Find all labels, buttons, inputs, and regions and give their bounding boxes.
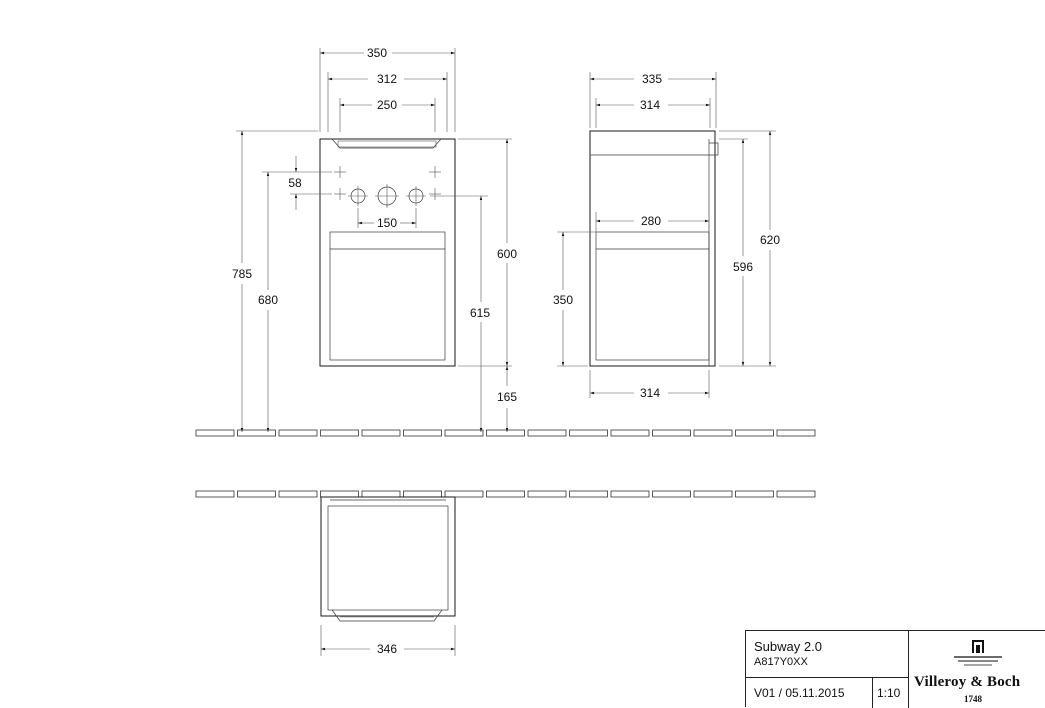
tile-segment bbox=[486, 429, 525, 437]
tap-hole-icon-left bbox=[348, 186, 368, 206]
side-wall-bracket bbox=[709, 142, 719, 156]
tile-segment bbox=[403, 490, 442, 498]
tile-segment bbox=[776, 429, 816, 437]
tap-hole-icon-center bbox=[375, 184, 399, 208]
tap-hole-icon-right bbox=[406, 186, 426, 206]
tile-segment bbox=[278, 490, 318, 498]
tile-segment bbox=[444, 490, 484, 498]
tile-segment bbox=[527, 429, 567, 437]
tile-segment bbox=[527, 490, 567, 498]
tile-segment bbox=[403, 429, 442, 437]
brand-year: 1748 bbox=[964, 694, 982, 704]
dim-label-785: 785 bbox=[232, 267, 252, 281]
front-door-panel bbox=[329, 231, 446, 361]
front-view: 350 312 250 785 680 58 150 600 bbox=[232, 46, 517, 432]
tile-segment bbox=[652, 429, 691, 437]
title-block: Subway 2.0 A817Y0XX V01 / 05.11.2015 1:1… bbox=[745, 630, 1045, 708]
floor-line-elevation bbox=[195, 429, 816, 437]
tile-segment bbox=[735, 429, 774, 437]
dim-label-620: 620 bbox=[760, 233, 780, 247]
plan-view: 346 bbox=[320, 496, 456, 656]
dim-label-680: 680 bbox=[258, 293, 278, 307]
article-number: A817Y0XX bbox=[754, 656, 808, 668]
dim-label-250: 250 bbox=[377, 98, 397, 112]
tile-segment bbox=[776, 490, 816, 498]
dim-label-58: 58 bbox=[288, 176, 302, 190]
drawing-scale: 1:10 bbox=[877, 686, 901, 700]
dim-label-335: 335 bbox=[642, 72, 662, 86]
villeroy-boch-castle-logo-icon bbox=[946, 637, 1010, 673]
dim-label-346: 346 bbox=[377, 642, 397, 656]
tile-segment bbox=[320, 429, 359, 437]
tile-segment bbox=[237, 429, 276, 437]
tile-segment bbox=[610, 490, 650, 498]
fitting-crosshair-icon-mid-right bbox=[429, 188, 441, 200]
wall-line-plan bbox=[195, 490, 816, 498]
front-basin-lip bbox=[337, 140, 437, 148]
front-cabinet-outline bbox=[319, 138, 456, 367]
version-date: V01 / 05.11.2015 bbox=[754, 686, 845, 700]
plan-inner-box bbox=[327, 505, 449, 611]
title-block-divider bbox=[872, 677, 873, 708]
tile-segment bbox=[486, 490, 525, 498]
side-cabinet-outline bbox=[589, 130, 716, 367]
title-block-divider bbox=[746, 677, 908, 678]
tile-segment bbox=[652, 490, 691, 498]
dim-label-596: 596 bbox=[733, 260, 753, 274]
dim-label-350: 350 bbox=[367, 46, 387, 60]
dim-label-314-bottom: 314 bbox=[640, 386, 660, 400]
tile-segment bbox=[569, 429, 608, 437]
tile-segment bbox=[361, 490, 401, 498]
tile-segment bbox=[610, 429, 650, 437]
dim-label-600: 600 bbox=[497, 247, 517, 261]
dim-label-150: 150 bbox=[377, 216, 397, 230]
dim-label-280: 280 bbox=[641, 214, 661, 228]
tile-segment bbox=[735, 490, 774, 498]
tile-segment bbox=[361, 429, 401, 437]
dim-label-314-top: 314 bbox=[640, 98, 660, 112]
fitting-crosshair-icon-top-right bbox=[429, 166, 441, 178]
plan-cabinet-outline bbox=[320, 496, 456, 617]
tile-segment bbox=[237, 490, 276, 498]
tile-segment bbox=[569, 490, 608, 498]
front-basin-recess bbox=[331, 138, 442, 149]
dim-label-312: 312 bbox=[377, 72, 397, 86]
brand-name: Villeroy & Boch bbox=[914, 674, 1021, 690]
tile-segment bbox=[278, 429, 318, 437]
fitting-crosshair-icon-mid-left bbox=[334, 188, 346, 200]
tile-segment bbox=[693, 490, 733, 498]
dim-label-350-side: 350 bbox=[553, 293, 573, 307]
plan-front-handle bbox=[331, 609, 443, 622]
tile-segment bbox=[693, 429, 733, 437]
tile-segment bbox=[195, 490, 235, 498]
dim-label-165: 165 bbox=[497, 390, 517, 404]
side-drawer-box bbox=[595, 231, 710, 361]
product-name: Subway 2.0 bbox=[754, 639, 822, 654]
fitting-crosshair-icon-top-left bbox=[334, 166, 346, 178]
side-view: 335 314 280 350 596 620 314 bbox=[553, 72, 780, 400]
dim-label-615: 615 bbox=[470, 306, 490, 320]
tile-segment bbox=[444, 429, 484, 437]
tile-segment bbox=[320, 490, 359, 498]
tile-segment bbox=[195, 429, 235, 437]
title-block-divider bbox=[908, 631, 909, 708]
